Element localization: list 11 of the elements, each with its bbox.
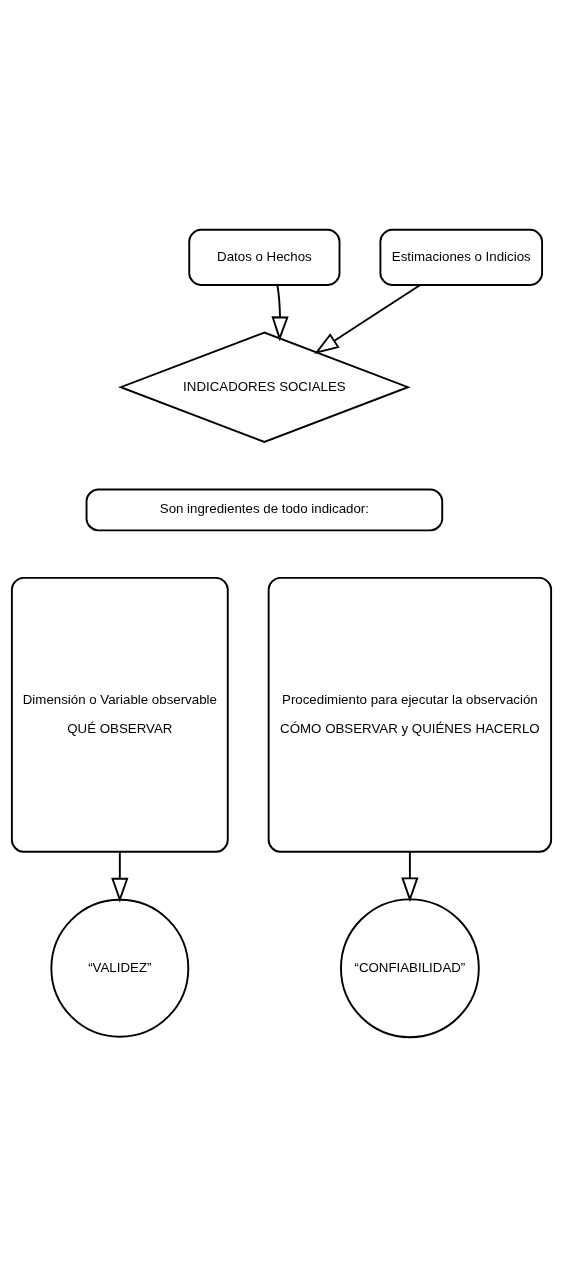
node-box: Procedimiento para ejecutar la observación CÓMO OBSERVAR y QUIÉNES HACERLO — [267, 576, 553, 853]
arrow — [271, 283, 289, 341]
node-box: Estimaciones o Indicios — [379, 228, 544, 286]
node-box: Datos o Hechos — [188, 228, 341, 286]
node-circle: “CONFIABILIDAD” — [340, 897, 480, 1038]
arrow — [401, 850, 419, 902]
node-circle: “VALIDEZ” — [50, 898, 190, 1038]
arrow — [314, 283, 422, 354]
node-box: Dimensión o Variable observable QUÉ OBSERVAR — [10, 576, 229, 853]
arrow — [111, 850, 129, 902]
node-box: Son ingredientes de todo indicador: — [85, 488, 444, 531]
